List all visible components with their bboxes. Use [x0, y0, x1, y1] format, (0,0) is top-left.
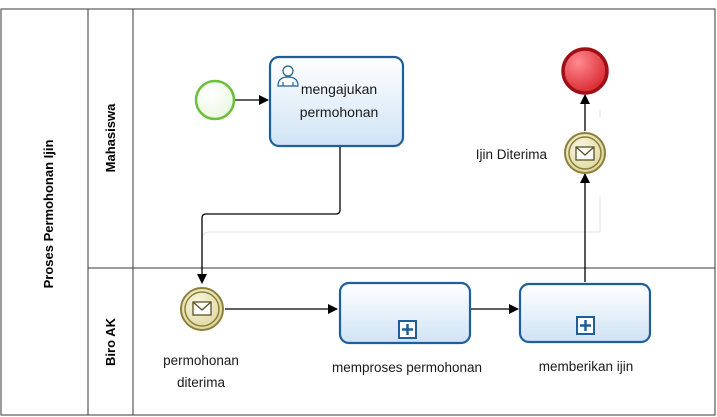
- lane-label-biro-ak: Biro AK: [103, 317, 118, 366]
- task-memproses-label: memproses permohonan: [332, 360, 482, 375]
- task-mengajukan-label-line2: permohonan: [300, 104, 379, 120]
- task-mengajukan-permohonan[interactable]: mengajukan permohonan: [268, 55, 405, 148]
- task-memberikan-label: memberikan ijin: [539, 359, 634, 374]
- envelope-icon: [575, 146, 595, 161]
- subprocess-plus-icon: [398, 320, 417, 339]
- event-permohonan-diterima-label-line2: diterima: [177, 375, 226, 390]
- subprocess-plus-icon: [576, 316, 595, 335]
- flow-mengajukan-to-permohonan-diterima: [197, 147, 341, 284]
- task-memberikan-ijin[interactable]: [518, 282, 652, 344]
- lane-label-mahasiswa: Mahasiswa: [103, 103, 118, 172]
- user-icon: [277, 65, 299, 87]
- task-mengajukan-label-line1: mengajukan: [301, 81, 377, 97]
- event-ijin-diterima[interactable]: [564, 132, 606, 174]
- task-memproses-permohonan[interactable]: [338, 281, 472, 345]
- event-ijin-diterima-label: Ijin Diterima: [476, 147, 548, 162]
- sequence-flows: [197, 94, 590, 314]
- event-permohonan-diterima[interactable]: [180, 287, 224, 331]
- envelope-icon: [192, 301, 212, 316]
- event-permohonan-diterima-label-line1: permohonan: [163, 353, 239, 368]
- end-event[interactable]: [561, 47, 609, 95]
- start-event[interactable]: [194, 79, 236, 121]
- pool-label: Proses Permohonan Ijin: [41, 140, 56, 289]
